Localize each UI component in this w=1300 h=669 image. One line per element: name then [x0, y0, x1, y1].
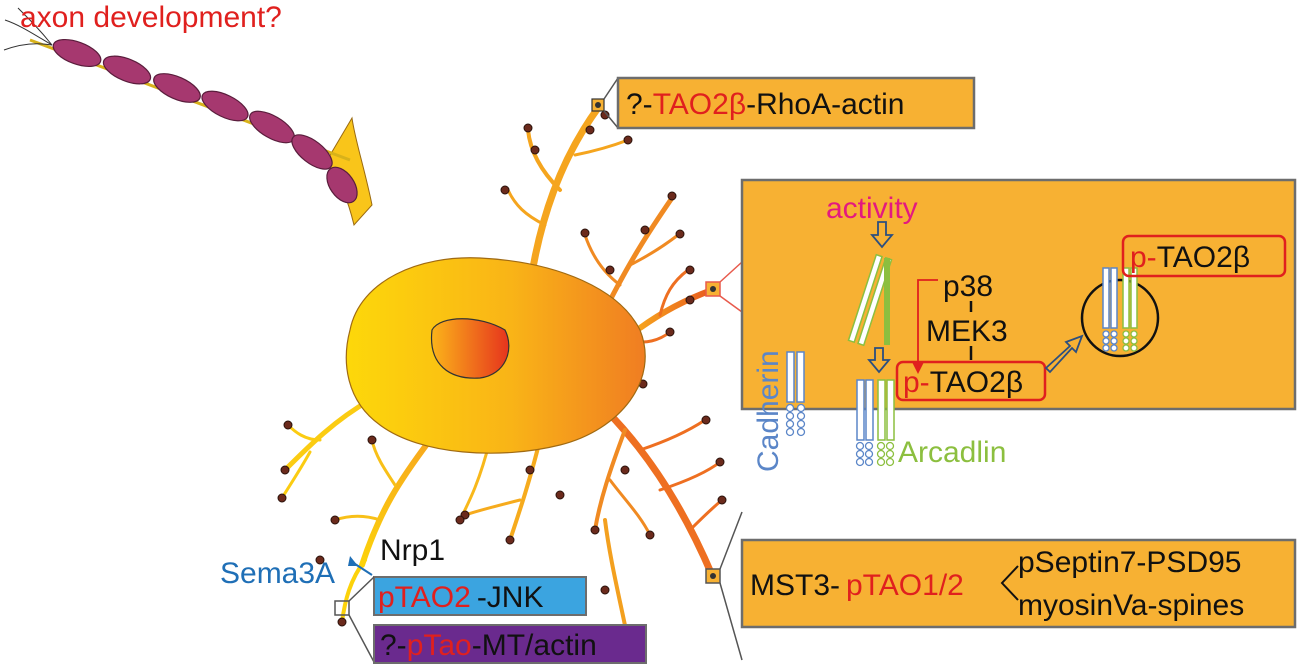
jnk-box — [373, 576, 587, 616]
arcadlin-tilted-pair — [847, 253, 893, 347]
cadherin-receptor — [785, 351, 806, 437]
mek3-label: MEK3 — [926, 315, 1008, 348]
mt-prefix: ?- — [380, 629, 407, 662]
p38-to-tao2b-arrow — [917, 279, 938, 368]
mt-actin-box — [373, 624, 647, 664]
mst3-upper: pSeptin7-PSD95 — [1018, 546, 1241, 579]
arcadlin-label: Arcadlin — [898, 436, 1006, 469]
mt-suffix: -MT/actin — [472, 629, 597, 662]
axon-development-label: axon development? — [20, 1, 282, 34]
mst3-brace — [1000, 565, 1019, 601]
mst3-ptao12: pTAO1/2 — [846, 569, 964, 602]
rhoa-box-prefix: ?- — [626, 88, 653, 121]
activity-arrow — [870, 221, 894, 249]
rhoa-actin-callout: ?-TAO2β-RhoA-actin — [591, 76, 976, 130]
activity-panel — [740, 178, 1297, 411]
jnk-suffix: -JNK — [477, 581, 544, 614]
rhoa-box-tao2b: TAO2β — [653, 88, 746, 121]
activity-label: activity — [826, 192, 918, 225]
rhoa-actin-box — [616, 76, 976, 130]
tao2b-to-cluster-arrow — [1044, 334, 1084, 374]
mt-ptao: pTao — [407, 629, 472, 662]
arcadlin-receptor — [855, 379, 895, 467]
cluster-circle — [1080, 278, 1160, 358]
cadherin-label: Cadherin — [752, 350, 785, 472]
svg-text:?-TAO2β-RhoA-actin: ?-TAO2β-RhoA-actin — [626, 88, 904, 121]
p-tao2b-top-box — [1121, 234, 1287, 278]
jnk-ptao2: pTAO2 — [378, 581, 471, 614]
sema3a-label: Sema3A — [220, 557, 335, 590]
activity-callout: activity p38 MEK3 p-TAO2β — [705, 178, 1297, 411]
nucleus — [430, 318, 510, 379]
myelin-sheaths — [52, 38, 358, 204]
mst3-box — [740, 538, 1297, 629]
activity-arrow-2 — [867, 347, 891, 374]
clustered-receptors — [1102, 267, 1138, 352]
nrp1-label: Nrp1 — [380, 534, 445, 567]
soma — [345, 257, 646, 454]
svg-text:p-TAO2β: p-TAO2β — [1130, 241, 1250, 274]
p-tao2b-mid-rest: TAO2β — [930, 366, 1023, 399]
axon — [3, 7, 373, 227]
mst3-callout: MST3-pTAO1/2 pSeptin7-PSD95 myosinVa-spi… — [705, 511, 1297, 661]
p38-label: p38 — [943, 270, 993, 303]
p-tao2b-mid-box — [895, 360, 1047, 402]
p-tao2b-top-rest: TAO2β — [1157, 241, 1250, 274]
mst3-lower: myosinVa-spines — [1018, 589, 1244, 622]
p-tao2b-mid-prefix: p- — [903, 366, 930, 399]
axon-terminal-fibers — [3, 7, 53, 51]
svg-text:pTAO2-JNK: pTAO2-JNK — [378, 581, 543, 614]
mst3-prefix: MST3- — [750, 569, 840, 602]
p-tao2b-top-prefix: p- — [1130, 241, 1157, 274]
rhoa-box-suffix: -RhoA-actin — [746, 88, 904, 121]
svg-text:MST3-pTAO1/2: MST3-pTAO1/2 — [750, 569, 964, 602]
nrp1-callout: Sema3A Nrp1 pTAO2-JNK ?-pTao-MT/actin — [220, 534, 647, 664]
svg-text:p-TAO2β: p-TAO2β — [903, 366, 1023, 399]
svg-text:?-pTao-MT/actin: ?-pTao-MT/actin — [380, 629, 597, 662]
